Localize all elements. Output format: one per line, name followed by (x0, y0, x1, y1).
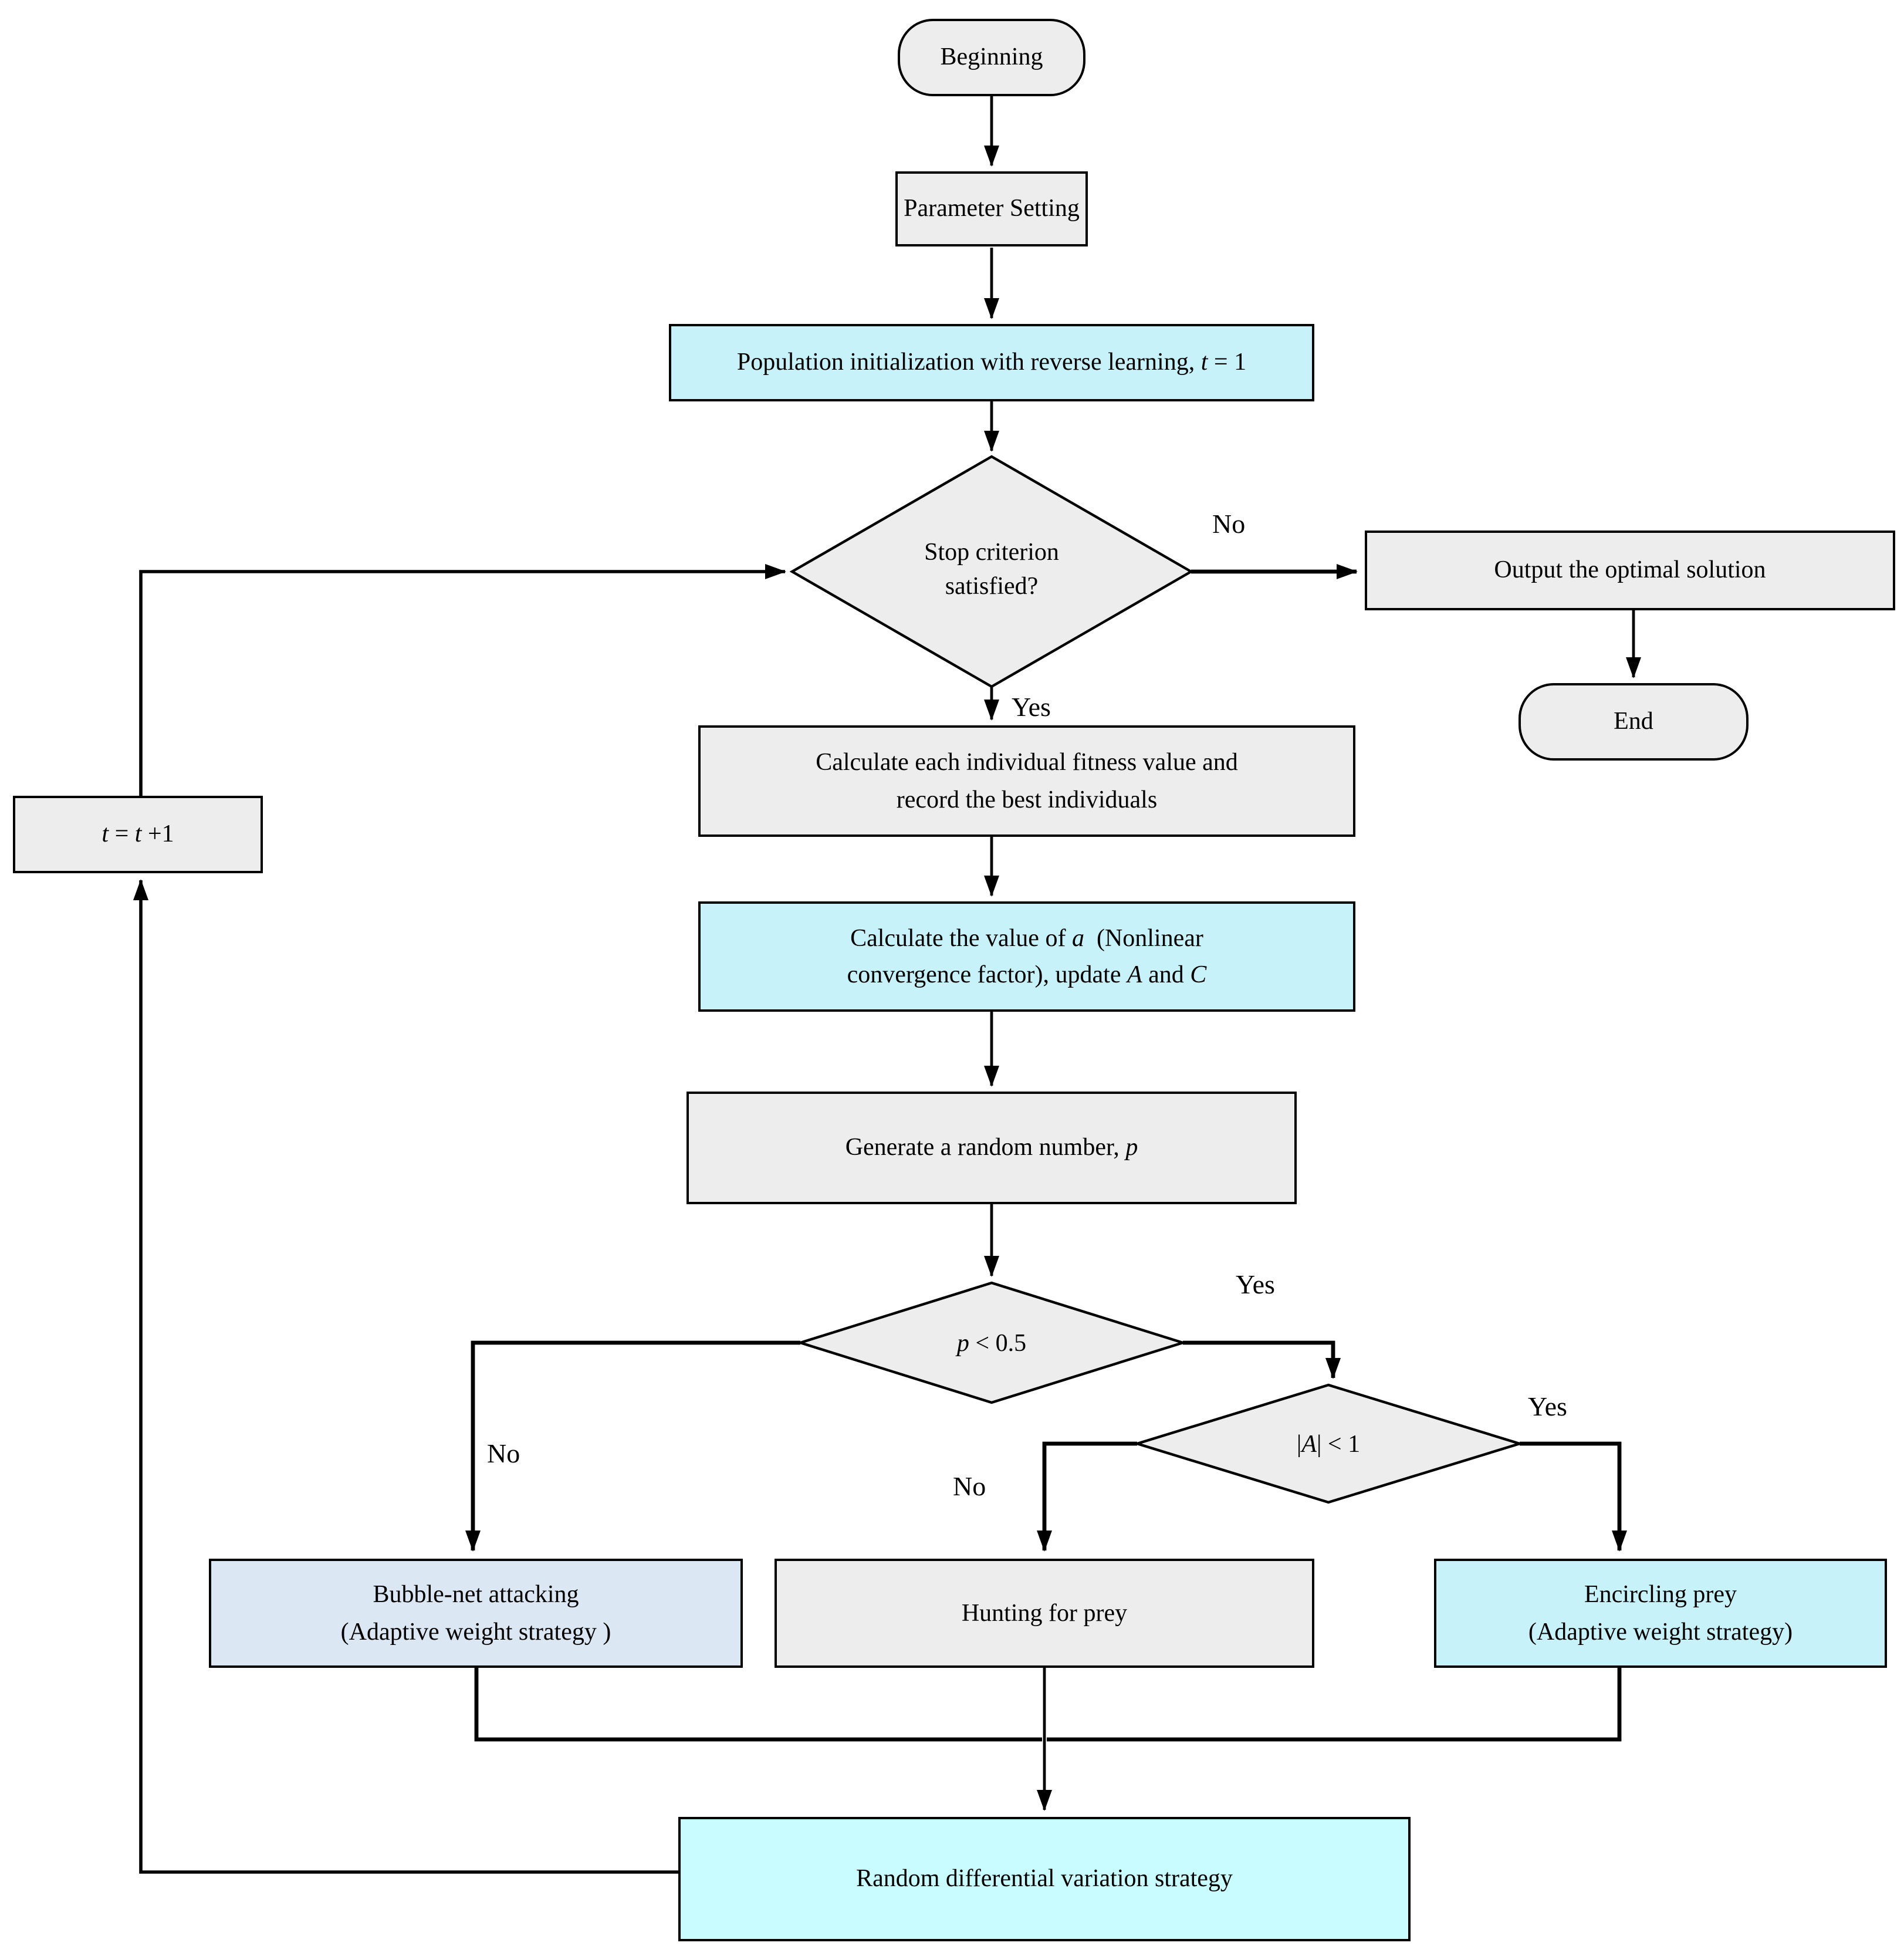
node-random-diff: Random differential variation strategy (678, 1817, 1411, 1941)
p-condition-label: p < 0.5 (956, 1329, 1027, 1357)
edge-a-yes-to-encircling (1520, 1441, 1627, 1552)
label-a-yes: Yes (1528, 1392, 1567, 1421)
node-encircling-line2: (Adaptive weight strategy) (1528, 1617, 1793, 1645)
node-t-increment: t = t +1 (13, 796, 263, 873)
label-stop-yes: Yes (1012, 692, 1051, 722)
node-random-number: Generate a random number, p (686, 1092, 1297, 1204)
edge-p-yes-to-a-condition (1183, 1340, 1341, 1379)
p-condition-diamond (796, 1281, 1188, 1404)
stop-criterion-text: Stop criterion satisfied? (839, 535, 1144, 604)
node-hunting: Hunting for prey (775, 1559, 1314, 1668)
stop-criterion-line1: Stop criterion (924, 538, 1059, 566)
a-condition-diamond (1132, 1383, 1524, 1504)
node-population-init-label: Population initialization with reverse l… (736, 347, 1247, 376)
edge-p-no-to-bubble-net (465, 1340, 800, 1552)
node-encircling-line1: Encircling prey (1584, 1580, 1737, 1608)
p-condition-text: p < 0.5 (898, 1326, 1085, 1361)
a-condition-label: |A| < 1 (1296, 1430, 1361, 1458)
node-calc-a: Calculate the value of a (Nonlinear conv… (698, 901, 1355, 1012)
node-encircling: Encircling prey (Adaptive weight strateg… (1434, 1559, 1887, 1668)
node-output-solution: Output the optimal solution (1365, 531, 1895, 610)
node-bubble-net-line2: (Adaptive weight strategy ) (340, 1617, 611, 1645)
node-parameter-setting: Parameter Setting (895, 171, 1088, 246)
node-fitness: Calculate each individual fitness value … (698, 725, 1355, 837)
node-calc-a-line1: Calculate the value of a (Nonlinear (850, 923, 1203, 951)
label-p-yes: Yes (1236, 1270, 1275, 1299)
node-random-number-label: Generate a random number, p (845, 1133, 1138, 1161)
edge-a-no-to-hunting (1037, 1441, 1137, 1552)
edge-encircling-merge (1047, 1668, 1622, 1742)
edge-random-diff-to-t-increment (133, 879, 678, 1874)
node-end: End (1519, 683, 1749, 761)
node-parameter-setting-label: Parameter Setting (904, 194, 1080, 222)
node-random-diff-label: Random differential variation strategy (856, 1864, 1233, 1893)
edge-t-increment-to-stop (139, 564, 786, 796)
label-a-no: No (953, 1472, 986, 1501)
stop-criterion-diamond (789, 455, 1194, 688)
node-calc-a-line2: convergence factor), update A and C (847, 960, 1207, 988)
stop-criterion-line2: satisfied? (945, 572, 1039, 600)
node-end-label: End (1614, 707, 1653, 735)
node-population-init: Population initialization with reverse l… (669, 324, 1314, 401)
node-output-solution-label: Output the optimal solution (1494, 555, 1766, 584)
node-beginning-label: Beginning (940, 42, 1043, 71)
edge-bubble-net-merge (474, 1668, 1042, 1742)
node-beginning: Beginning (898, 19, 1085, 96)
node-fitness-line2: record the best individuals (896, 785, 1158, 813)
node-fitness-line1: Calculate each individual fitness value … (816, 748, 1238, 776)
label-stop-no: No (1212, 509, 1246, 539)
node-hunting-label: Hunting for prey (961, 1598, 1128, 1627)
node-bubble-net: Bubble-net attacking (Adaptive weight st… (209, 1559, 743, 1668)
a-condition-text: |A| < 1 (1235, 1427, 1422, 1462)
node-bubble-net-line1: Bubble-net attacking (373, 1580, 579, 1608)
node-t-increment-label: t = t +1 (102, 819, 174, 848)
label-p-no: No (487, 1439, 520, 1468)
